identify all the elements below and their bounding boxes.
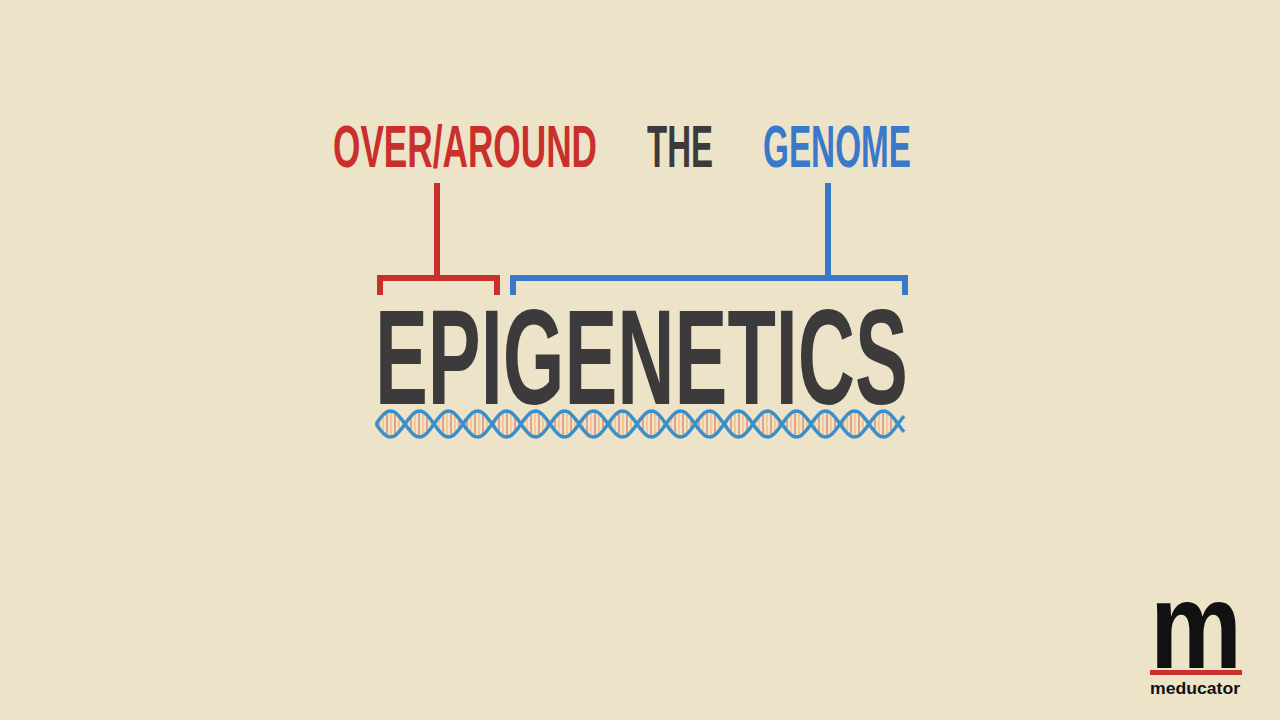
- root-label: GENOME: [763, 117, 911, 177]
- article-label: THE: [647, 117, 713, 177]
- logo-name: meducator: [1150, 680, 1240, 697]
- prefix-label: OVER/AROUND: [333, 117, 597, 177]
- main-word: EPIGENETICS: [375, 289, 908, 425]
- logo-mark: m: [1150, 565, 1242, 687]
- blue-bracket: [513, 183, 905, 295]
- red-bracket: [380, 183, 497, 295]
